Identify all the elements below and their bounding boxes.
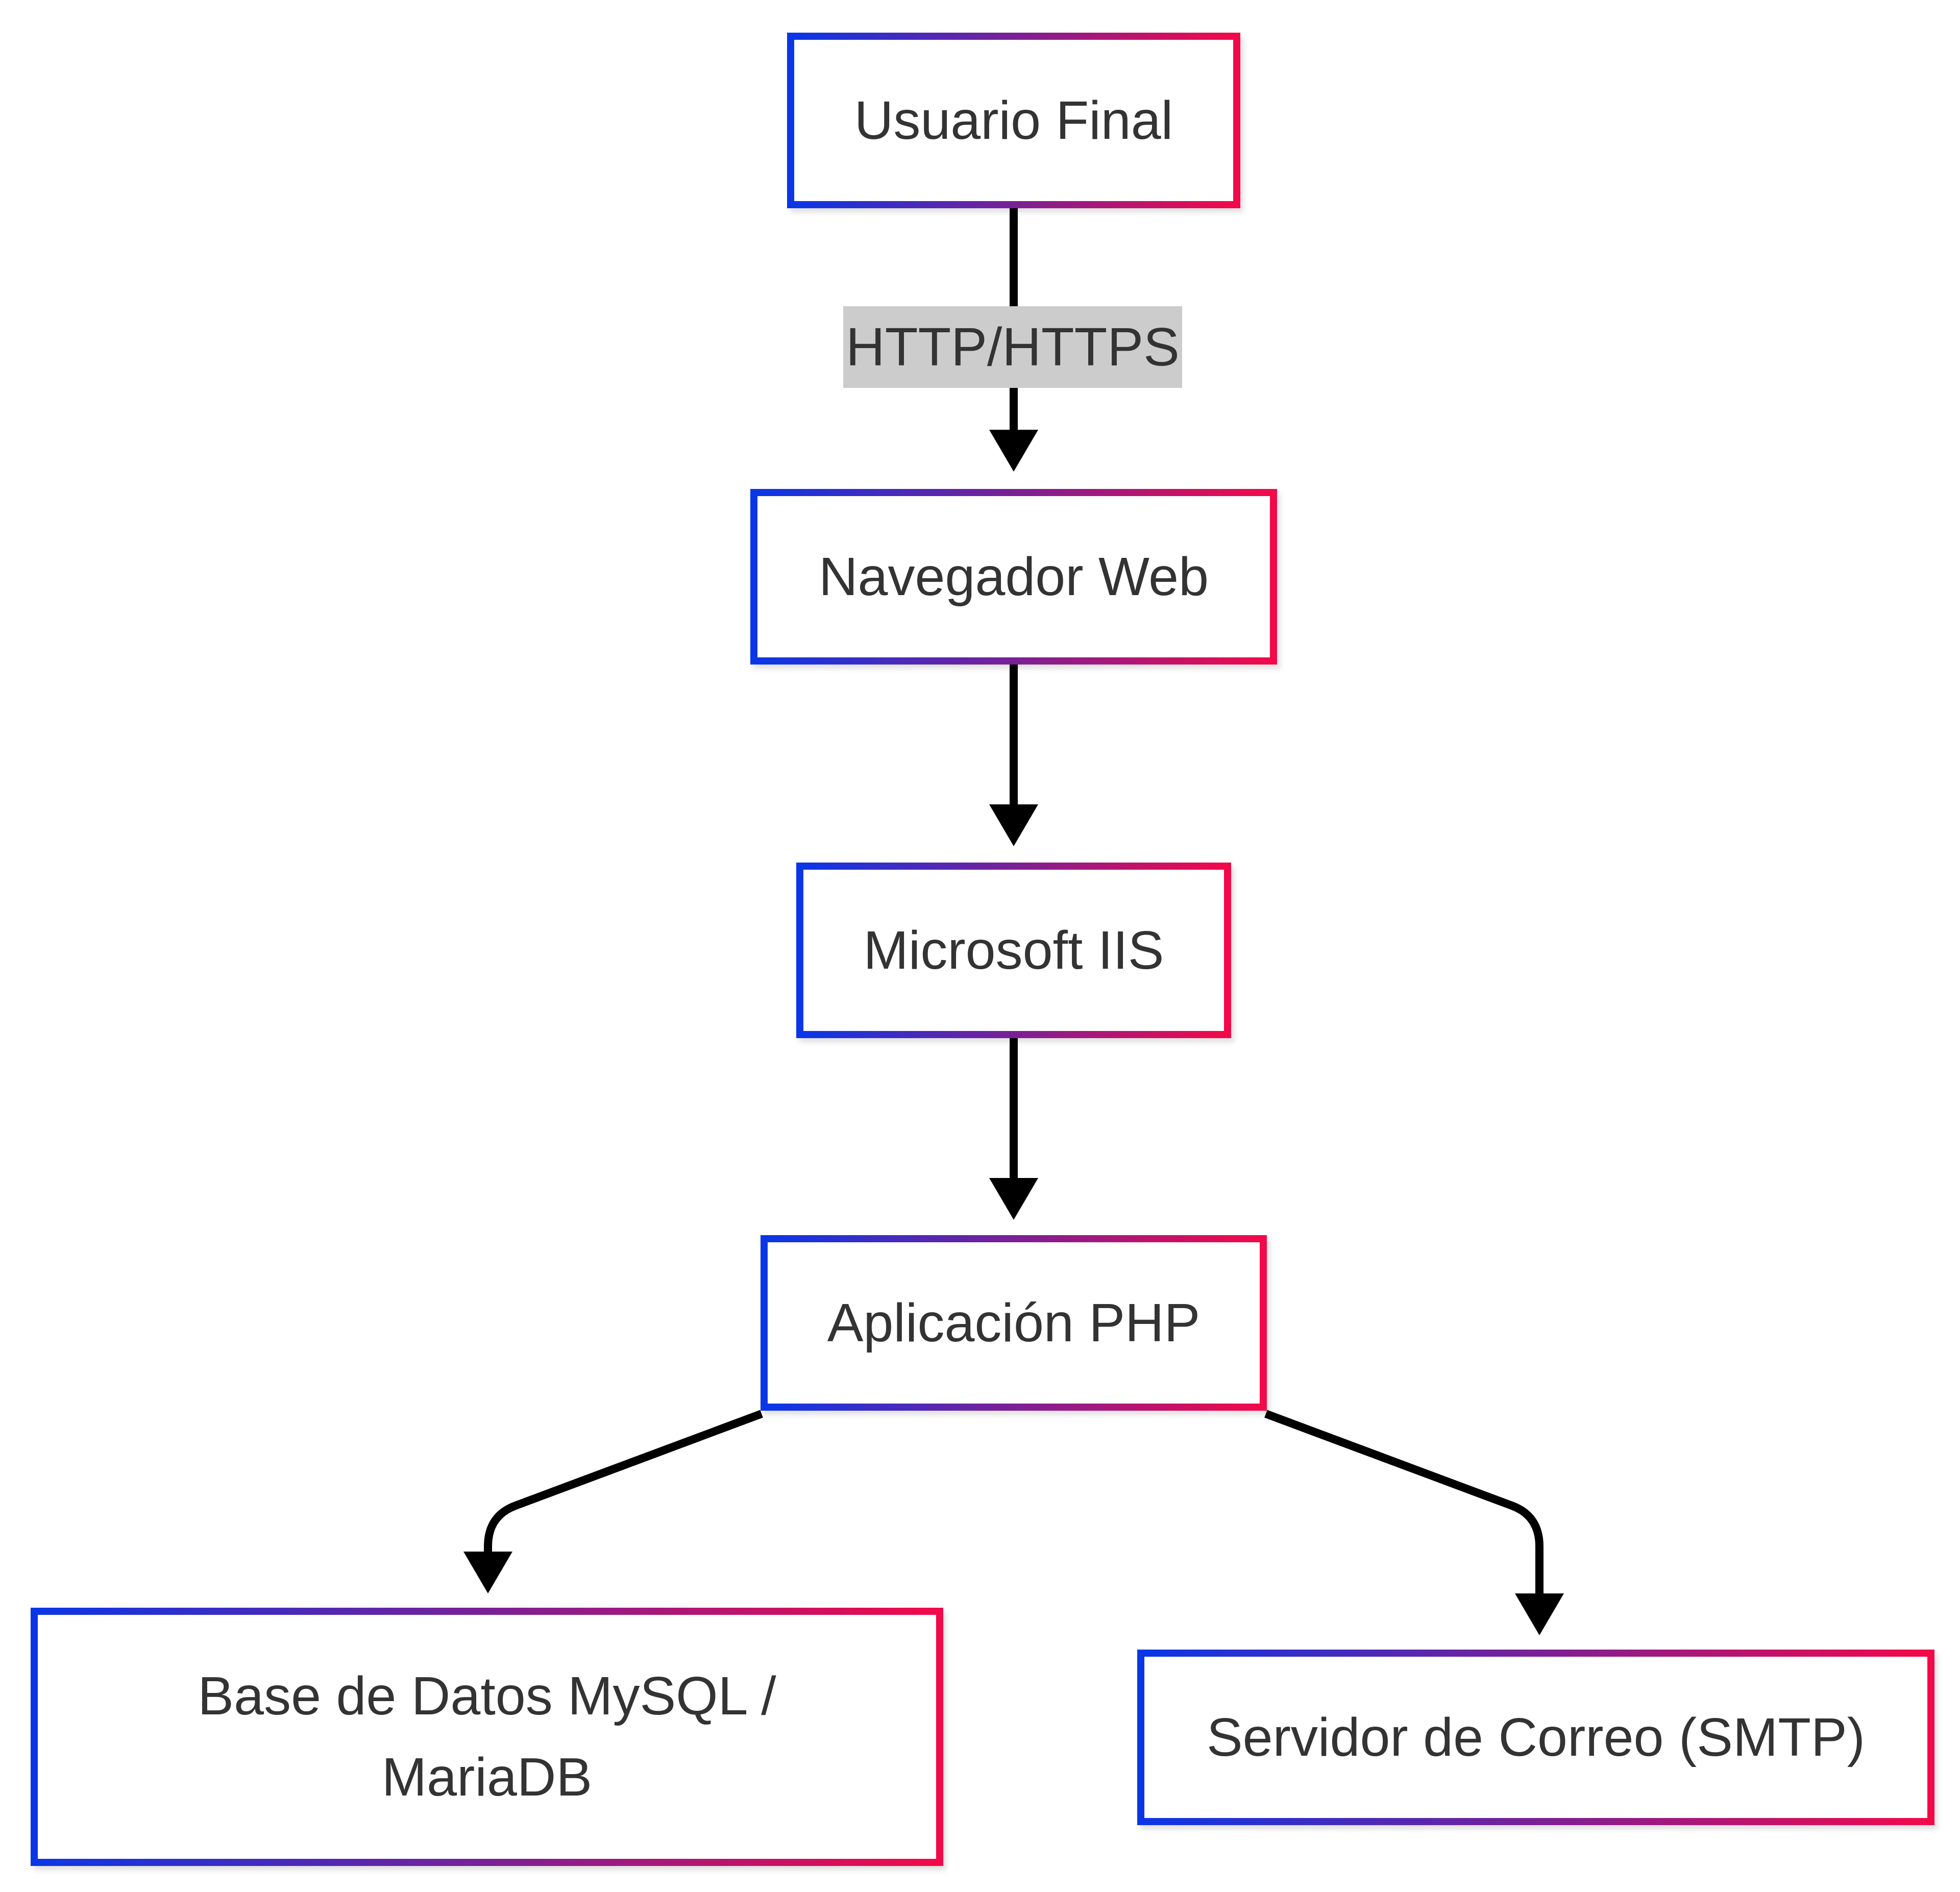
node-base-de-datos: Base de Datos MySQL / MariaDB (31, 1608, 943, 1866)
node-aplicacion-php: Aplicación PHP (761, 1235, 1267, 1411)
edge-label-http: HTTP/HTTPS (843, 306, 1182, 388)
arrowhead-php-smtp (1515, 1593, 1564, 1635)
edge-php-db (484, 1410, 763, 1555)
arrowhead-iis-php (989, 1178, 1038, 1220)
node-label: Servidor de Correo (SMTP) (1206, 1707, 1865, 1767)
node-label: Microsoft IIS (863, 920, 1164, 980)
arrowhead-navegador-iis (989, 804, 1038, 846)
node-label: Base de Datos MySQL / MariaDB (198, 1666, 776, 1807)
edge-php-smtp (1264, 1410, 1544, 1598)
node-usuario-final: Usuario Final (787, 33, 1240, 208)
arrowhead-usuario-navegador (989, 430, 1038, 472)
arrowhead-php-db (463, 1552, 512, 1593)
node-servidor-correo: Servidor de Correo (SMTP) (1137, 1650, 1934, 1825)
node-label: Usuario Final (854, 90, 1173, 151)
node-label: Navegador Web (818, 546, 1209, 607)
node-navegador-web: Navegador Web (750, 489, 1277, 665)
node-microsoft-iis: Microsoft IIS (796, 863, 1231, 1038)
node-label: Aplicación PHP (827, 1292, 1200, 1353)
